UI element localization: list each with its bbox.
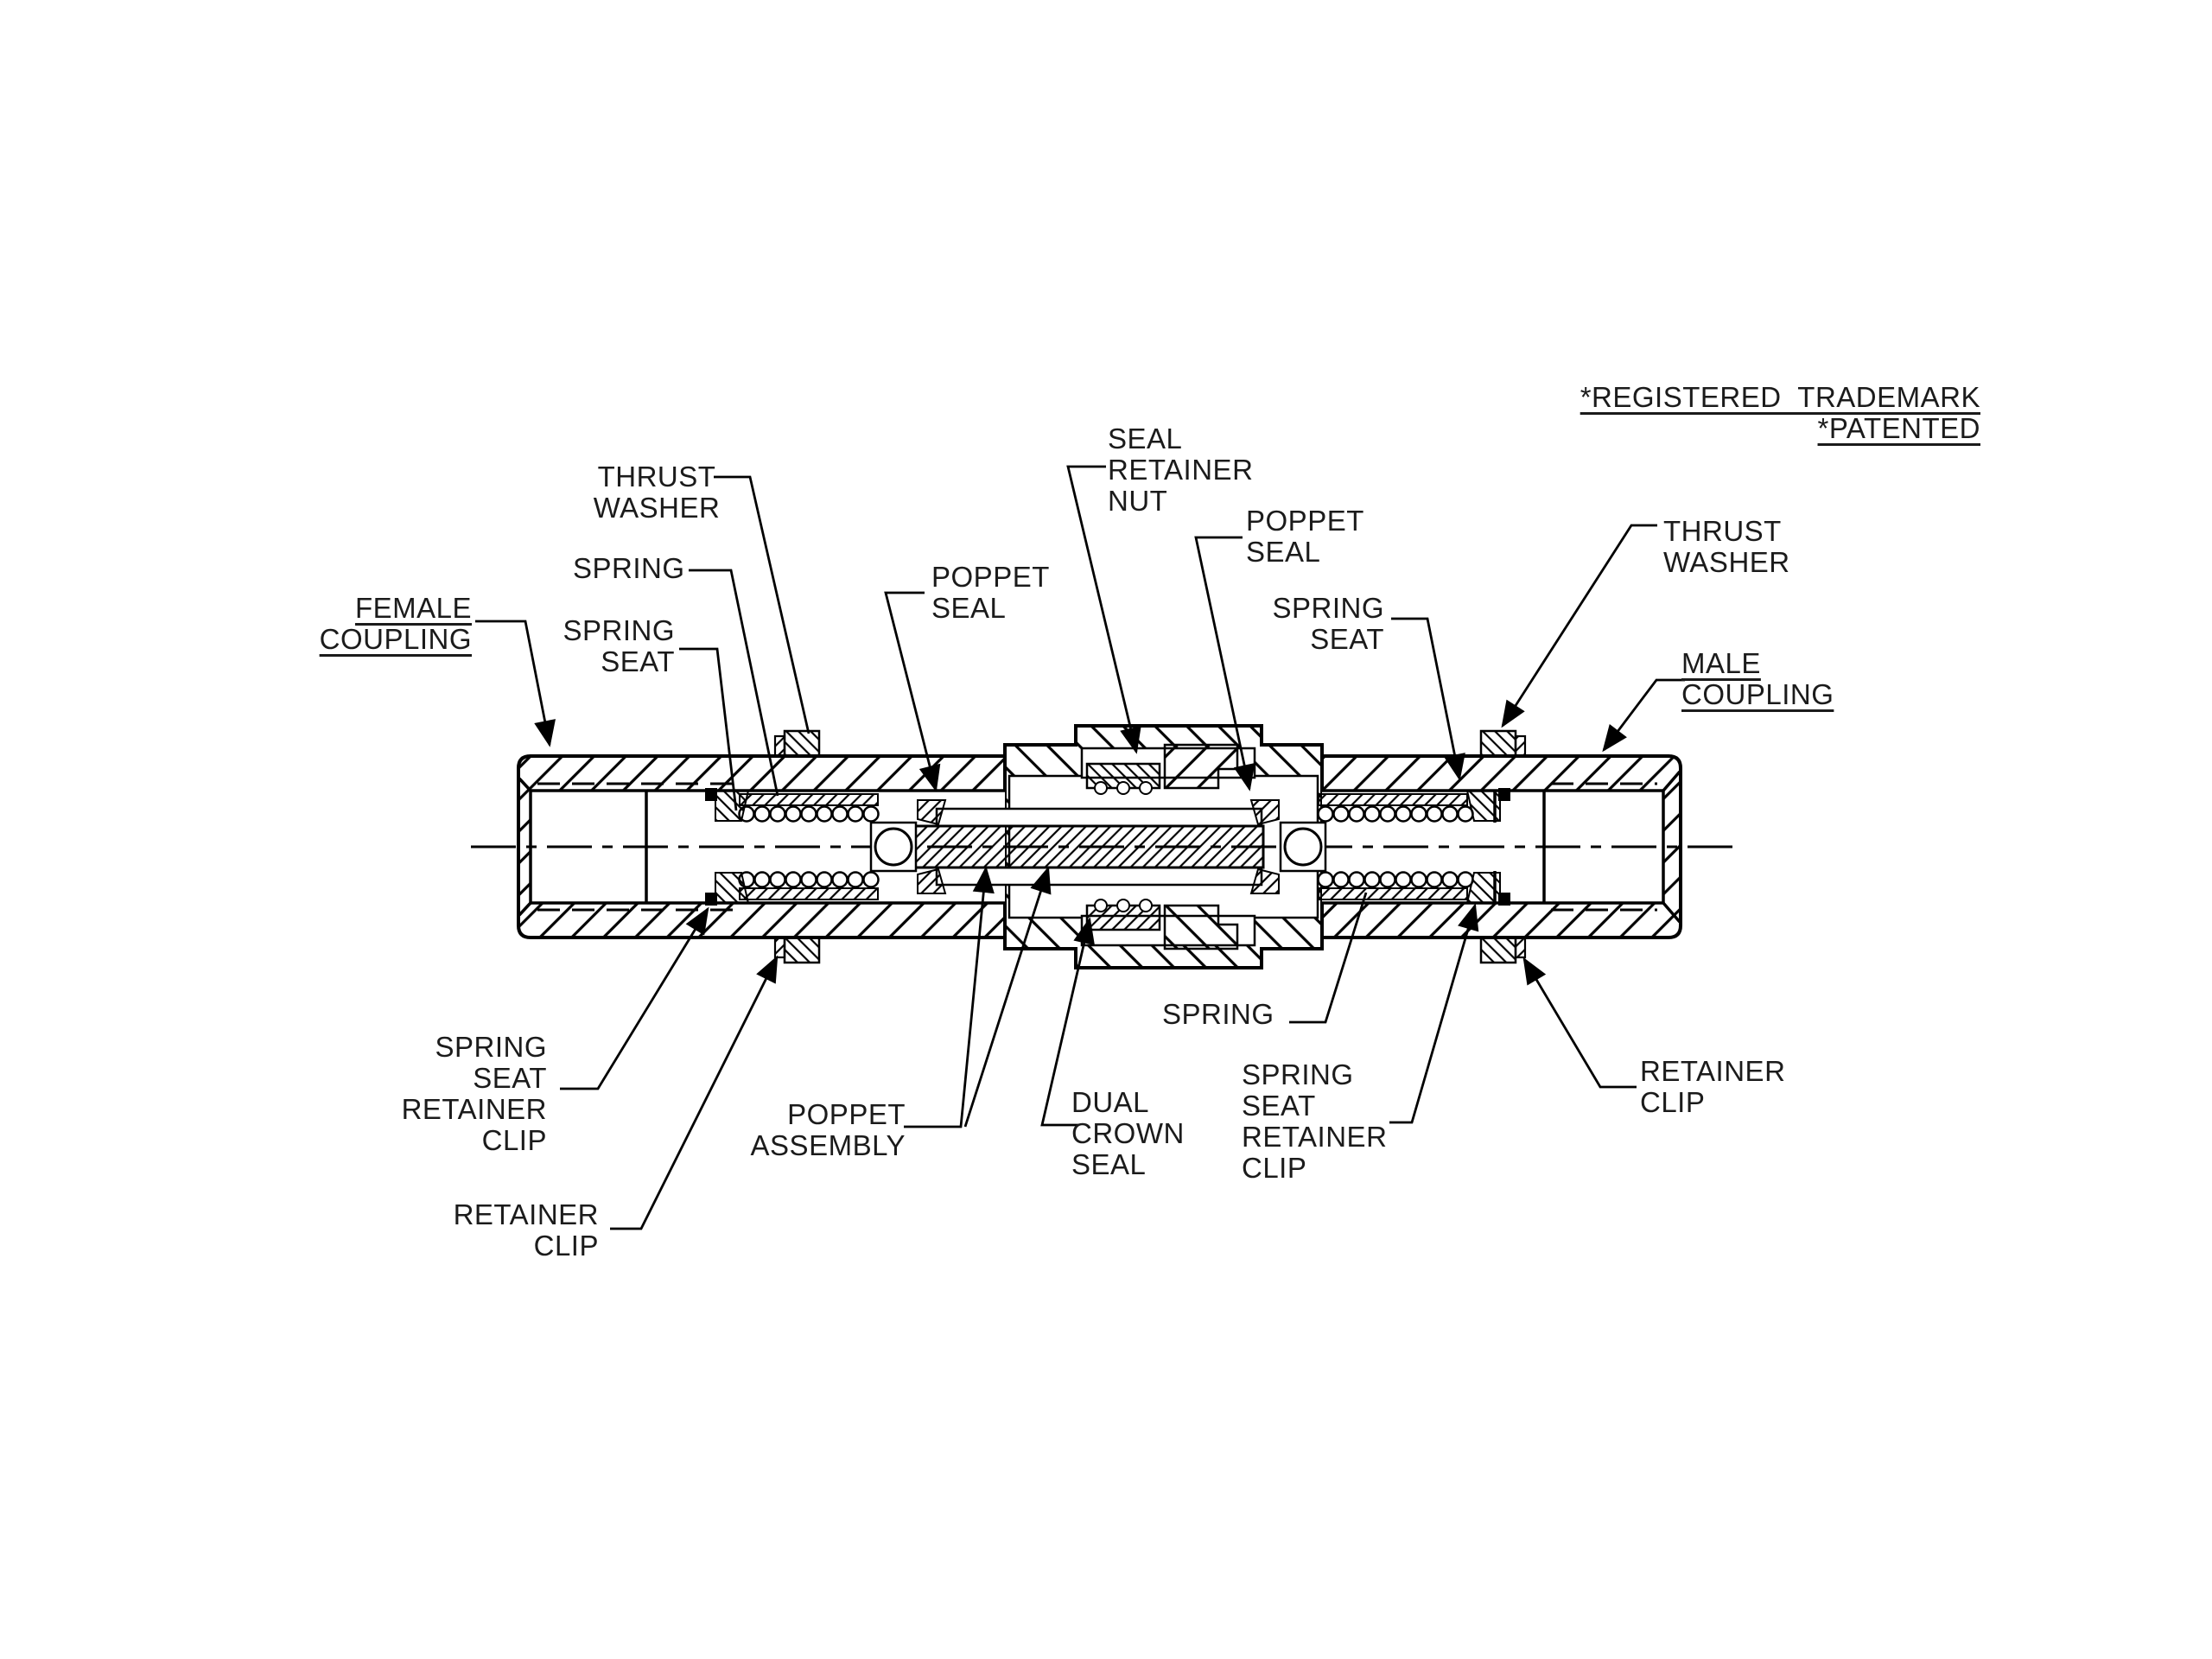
leader-poppet-seal-left bbox=[884, 591, 941, 792]
leader-seal-retainer-nut bbox=[1066, 465, 1141, 754]
leader-retainer-clip-right bbox=[1522, 957, 1637, 1089]
label-thrust-washer-right: THRUST WASHER bbox=[1663, 515, 1790, 578]
thrust-washers bbox=[783, 729, 1517, 964]
dual-crown-seal-bottom-part bbox=[1085, 899, 1161, 931]
label-spring-seat-retainer-clip-left: SPRING SEAT RETAINER CLIP bbox=[401, 1031, 547, 1156]
label-thrust-washer-left: THRUST WASHER bbox=[593, 461, 721, 524]
seal-retainer-nut-bottom-part bbox=[1163, 904, 1239, 950]
label-dual-crown-seal: DUAL CROWN SEAL bbox=[1071, 1086, 1185, 1180]
label-poppet-seal-left: POPPET SEAL bbox=[931, 561, 1050, 624]
leader-retainer-clip-left bbox=[610, 955, 779, 1230]
internal-parts bbox=[705, 729, 1527, 964]
seal-retainer-nut-part bbox=[1163, 743, 1239, 790]
hidden-lines bbox=[537, 782, 1657, 912]
spring-left-part bbox=[738, 793, 880, 900]
poppet-left-part bbox=[869, 799, 947, 894]
leader-male-coupling bbox=[1602, 678, 1685, 753]
label-spring-seat-retainer-clip-right: SPRING SEAT RETAINER CLIP bbox=[1242, 1058, 1388, 1184]
leader-female-coupling bbox=[475, 620, 556, 747]
leader-spring-seat-right bbox=[1391, 617, 1465, 781]
label-seal-retainer-nut: SEAL RETAINER NUT bbox=[1108, 423, 1254, 517]
retainer-clips bbox=[773, 734, 1527, 959]
leader-spring-right bbox=[1289, 892, 1368, 1024]
leader-thrust-washer-left bbox=[714, 475, 810, 734]
label-retainer-clip-left: RETAINER CLIP bbox=[453, 1198, 599, 1262]
label-male-coupling: MALE COUPLING bbox=[1681, 647, 1834, 710]
label-spring-seat-left: SPRING SEAT bbox=[563, 614, 675, 677]
spring-seat-right-part bbox=[1465, 790, 1501, 904]
trademark-note: *REGISTERED TRADEMARK *PATENTED bbox=[1580, 381, 1980, 444]
label-poppet-assembly: POPPET ASSEMBLY bbox=[750, 1098, 906, 1161]
poppet-assembly-part bbox=[912, 807, 1265, 887]
label-female-coupling: FEMALE COUPLING bbox=[319, 592, 472, 655]
leader-poppet-assembly-2 bbox=[963, 866, 1052, 1128]
leader-ssrc-left bbox=[560, 906, 709, 1090]
poppet-right-part bbox=[1249, 799, 1327, 894]
leader-lines bbox=[475, 465, 1685, 1230]
spring-seat-left-part bbox=[715, 790, 750, 904]
dual-crown-seal-top-part bbox=[1085, 762, 1161, 795]
leader-spring-left bbox=[689, 569, 779, 797]
leader-thrust-washer-right bbox=[1501, 524, 1657, 728]
label-poppet-seal-right: POPPET SEAL bbox=[1246, 505, 1364, 568]
spring-right-part bbox=[1317, 793, 1474, 900]
leader-dual-crown-seal bbox=[1040, 917, 1095, 1127]
leader-spring-seat-left bbox=[679, 647, 738, 811]
label-spring-left: SPRING bbox=[573, 552, 685, 584]
label-spring-right: SPRING bbox=[1162, 998, 1274, 1030]
leader-poppet-assembly-1 bbox=[904, 866, 995, 1128]
leader-ssrc-right bbox=[1389, 903, 1479, 1124]
label-retainer-clip-right: RETAINER CLIP bbox=[1640, 1055, 1786, 1118]
label-spring-seat-right: SPRING SEAT bbox=[1272, 592, 1384, 655]
spring-seat-retainer-clips bbox=[705, 788, 1510, 906]
leader-poppet-seal-right bbox=[1194, 536, 1255, 791]
